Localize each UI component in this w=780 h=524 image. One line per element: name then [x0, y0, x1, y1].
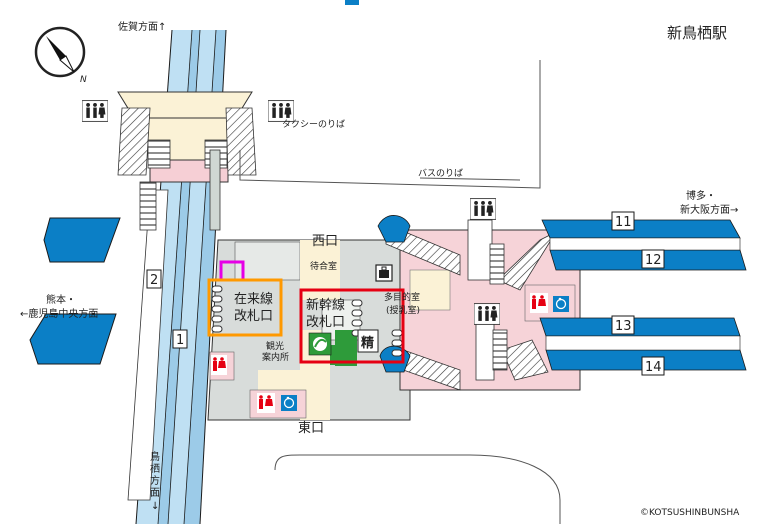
restroom-icon	[257, 393, 275, 413]
bus-stop-label: バスのりば	[418, 168, 463, 179]
direction-tosu-4: 面	[150, 488, 160, 499]
direction-tosu-2: 栖	[150, 462, 160, 475]
shinkansen-gate-label-2: 改札口	[306, 315, 345, 330]
outer-platform-shapes	[29, 217, 121, 365]
accessible-icon	[553, 296, 569, 312]
track-13-label: 13	[615, 319, 632, 334]
direction-hakata-2: 新大阪方面→	[680, 203, 738, 216]
restroom-icon	[470, 198, 496, 220]
direction-tosu-arrow: ↓	[151, 501, 159, 512]
multi-room-label-2: (授乳室)	[386, 304, 420, 316]
shinkansen-tracks	[377, 215, 747, 373]
restroom-icon	[474, 303, 500, 325]
fare-adjustment-label: 精	[361, 335, 374, 351]
track-1-label: 1	[176, 333, 184, 348]
track-14-label: 14	[645, 360, 662, 375]
svg-text:N: N	[80, 75, 87, 85]
fare-adjustment-box	[357, 329, 379, 353]
track-11-label: 11	[615, 215, 632, 230]
shinkansen-gate-label-1: 新幹線	[306, 297, 345, 313]
direction-saga: 佐賀方面↑	[118, 20, 166, 33]
restroom-icon	[82, 100, 108, 122]
tourist-info-label-2: 案内所	[262, 351, 289, 363]
direction-kumamoto-2: ←鹿児島中央方面	[20, 307, 98, 320]
direction-hakata-1: 博多・	[686, 189, 716, 202]
direction-kumamoto-1: 熊本・	[46, 293, 76, 306]
shinkansen-gate-highlight[interactable]	[299, 288, 405, 364]
zairai-gate-label-2: 改札口	[234, 309, 273, 324]
east-exit-label: 東口	[298, 420, 324, 436]
zairai-gate-label-1: 在来線	[234, 291, 273, 307]
west-exit-label: 西口	[312, 234, 338, 249]
waiting-room-label: 待合室	[310, 260, 337, 272]
track-2-label: 2	[150, 273, 158, 288]
restroom-icon	[268, 100, 294, 122]
copyright-text: ©KOTSUSHINBUNSHA	[640, 508, 740, 518]
road-outlines	[239, 60, 561, 524]
green-window-icon	[308, 332, 332, 356]
taxi-stand-label: タクシーのりば	[282, 119, 345, 130]
accessible-icon	[281, 395, 297, 411]
track-12-label: 12	[645, 253, 662, 268]
zairai-gate-highlight[interactable]	[207, 278, 283, 337]
track-number-labels: 2 1 11 12 13 14	[146, 211, 665, 376]
multi-room-label-1: 多目的室	[384, 291, 420, 303]
station-name: 新鳥栖駅	[667, 24, 727, 42]
restroom-icon	[211, 355, 227, 375]
compass-icon: N	[34, 26, 87, 85]
direction-tosu-1: 鳥	[150, 450, 160, 463]
locker-icon	[375, 264, 393, 282]
gate-machines	[211, 285, 403, 357]
overhead-bridge	[117, 91, 257, 231]
top-marker	[345, 0, 359, 5]
restroom-icon	[530, 293, 548, 313]
direction-tosu-3: 方	[150, 474, 160, 487]
tourist-info-label-1: 観光	[266, 340, 284, 352]
